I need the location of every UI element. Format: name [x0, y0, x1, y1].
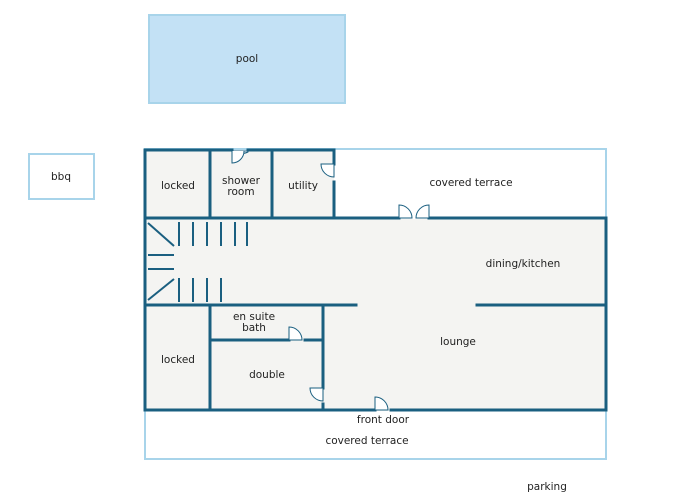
locked-top-label: locked — [161, 180, 195, 192]
lounge-label: lounge — [440, 336, 476, 348]
front-door-label: front door — [357, 414, 410, 426]
terrace-door-right — [415, 204, 430, 219]
walls — [143, 148, 608, 412]
door-swings — [230, 150, 430, 411]
floor-fills — [146, 151, 606, 411]
bbq-label: bbq — [51, 171, 71, 183]
dining-kitchen-label: dining/kitchen — [486, 258, 561, 270]
front-door-swing — [374, 396, 389, 411]
en-suite-label-1: en suite — [233, 311, 275, 323]
pool-label: pool — [236, 53, 258, 65]
parking-label: parking — [527, 481, 567, 493]
staircase — [147, 222, 248, 302]
utility-label: utility — [288, 180, 318, 192]
bbq-area — [28, 153, 95, 200]
ensuite-door-swing — [288, 326, 303, 341]
terrace-door-left — [398, 204, 413, 219]
shower-door-arc — [231, 150, 245, 164]
utility-door-swing — [320, 163, 335, 178]
double-label: double — [249, 369, 285, 381]
en-suite-label-2: bath — [242, 322, 266, 334]
locked-bottom-label: locked — [161, 354, 195, 366]
covered-terrace-top-label: covered terrace — [429, 177, 512, 189]
double-door-swing — [309, 387, 324, 402]
shower-room-label-1: shower — [222, 175, 261, 187]
shower-room-label-2: room — [227, 186, 254, 198]
covered-terrace-bottom-label: covered terrace — [325, 435, 408, 447]
pool-area — [148, 14, 346, 104]
